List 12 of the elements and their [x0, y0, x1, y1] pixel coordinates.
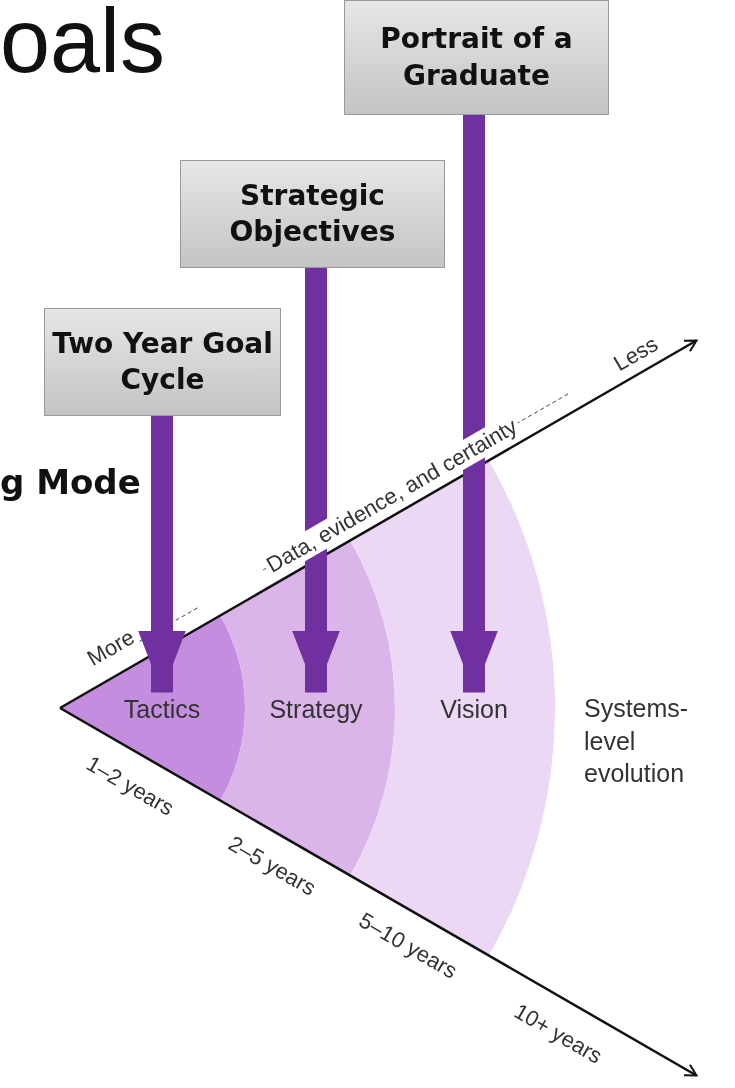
zone-label: Tactics [123, 694, 201, 724]
label-box: Portrait of a Graduate [344, 0, 609, 115]
arrow [450, 115, 498, 693]
zone-label: Vision [440, 694, 508, 724]
slide-heading: g Mode [0, 462, 141, 503]
label-box: Strategic Objectives [180, 160, 445, 268]
label-box: Two Year Goal Cycle [44, 308, 281, 416]
arrow [292, 268, 340, 693]
arrow [138, 416, 186, 693]
zone-label: Systems-level evolution [584, 693, 690, 789]
slide-title: oals [0, 0, 166, 91]
zone-label: Strategy [269, 694, 363, 724]
